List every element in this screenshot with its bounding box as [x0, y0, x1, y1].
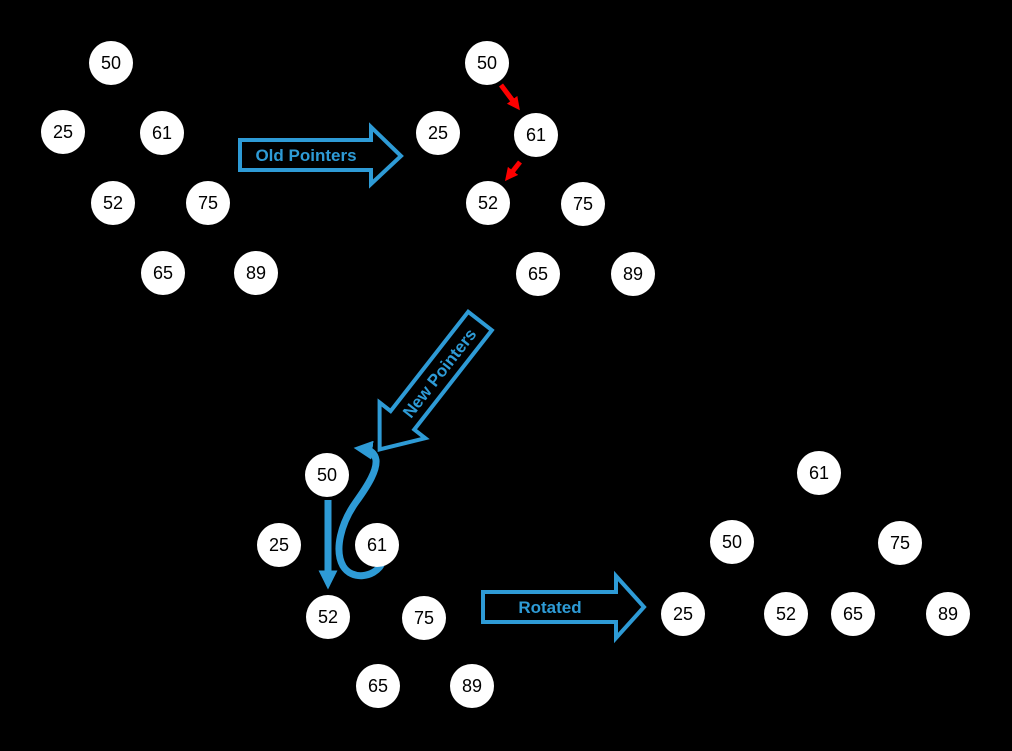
tree-node: 52	[764, 592, 808, 636]
diagonal-block-arrow-icon	[377, 308, 495, 453]
new-pointers-label: New Pointers	[399, 325, 480, 422]
tree-node: 50	[89, 41, 133, 85]
right-block-arrow-icon	[481, 570, 647, 644]
tree-node: 89	[611, 252, 655, 296]
tree-node: 50	[465, 41, 509, 85]
tree-node: 89	[234, 251, 278, 295]
old-pointers-label: Old Pointers	[255, 146, 356, 165]
old-pointer-arrow-50-to-61	[499, 83, 520, 111]
tree-node: 52	[466, 181, 510, 225]
tree-node: 25	[661, 592, 705, 636]
tree-node: 61	[797, 451, 841, 495]
new-pointer-arrow-61-to-50	[335, 440, 385, 580]
tree-node: 25	[41, 110, 85, 154]
tree-node: 25	[257, 523, 301, 567]
tree-node: 89	[926, 592, 970, 636]
tree-node: 50	[710, 520, 754, 564]
tree-node: 75	[402, 596, 446, 640]
tree-node: 65	[516, 252, 560, 296]
tree-node: 61	[355, 523, 399, 567]
tree-node: 89	[450, 664, 494, 708]
tree-node: 50	[305, 453, 349, 497]
tree-node: 65	[141, 251, 185, 295]
tree-node: 25	[416, 111, 460, 155]
tree-node: 65	[356, 664, 400, 708]
tree-node: 75	[561, 182, 605, 226]
tree-node: 61	[514, 113, 558, 157]
old-pointer-arrow-61-to-52	[504, 160, 522, 182]
rotated-label: Rotated	[518, 598, 581, 617]
tree-node: 75	[878, 521, 922, 565]
tree-node: 75	[186, 181, 230, 225]
tree-node: 65	[831, 592, 875, 636]
rotated-banner-arrow: Rotated	[481, 570, 647, 644]
tree-node: 52	[91, 181, 135, 225]
tree-node: 61	[140, 111, 184, 155]
right-block-arrow-icon	[238, 122, 404, 189]
new-pointers-banner-arrow: New Pointers	[377, 308, 495, 453]
old-pointers-banner-arrow: Old Pointers	[238, 122, 404, 189]
tree-node: 52	[306, 595, 350, 639]
